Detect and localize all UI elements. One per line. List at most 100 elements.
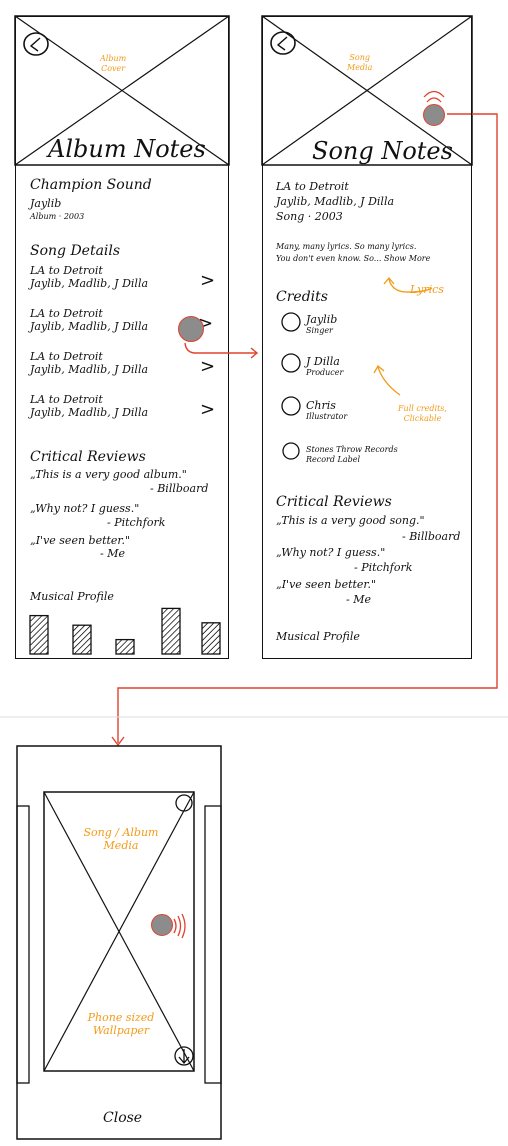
credit-item[interactable]: Jaylib Singer — [306, 313, 337, 336]
media-screen-frame — [16, 745, 222, 1140]
review-quote: „I've seen better." — [276, 578, 377, 591]
profile-bar-hatch — [85, 648, 92, 655]
profile-bar-hatch — [170, 644, 181, 655]
credit-item[interactable]: J Dilla Producer — [306, 355, 343, 378]
media-placeholder — [43, 791, 195, 1072]
profile-bar-hatch — [45, 651, 49, 655]
profile-bar-hatch — [72, 630, 92, 650]
profile-bar-hatch — [125, 645, 135, 655]
song-media-label: Song Media — [347, 53, 373, 72]
profile-bar-hatch — [201, 622, 215, 636]
profile-bar-hatch — [72, 624, 80, 632]
song-notes-screen — [262, 16, 472, 659]
profile-bar-hatch — [164, 638, 181, 655]
profile-bar-hatch — [33, 639, 49, 655]
album-title: Album Notes — [48, 135, 206, 163]
review-source: - Billboard — [150, 482, 209, 495]
song-title: LA to Detroit — [30, 307, 103, 320]
media-top-icon — [175, 794, 193, 812]
profile-bar-hatch — [119, 639, 135, 655]
album-profile-heading: Musical Profile — [30, 590, 114, 603]
song-profile-heading: Musical Profile — [276, 630, 360, 643]
profile-bar-hatch — [161, 608, 181, 627]
song-row[interactable]: LA to Detroit Jaylib, Madlib, J Dilla > — [30, 264, 220, 302]
album-name: Champion Sound — [30, 177, 152, 193]
profile-bar-hatch — [201, 622, 209, 630]
credit-name: Chris — [306, 399, 336, 412]
profile-bar — [161, 607, 181, 655]
review-quote: „Why not? I guess." — [276, 546, 386, 559]
album-cover-label: Album Cover — [100, 54, 127, 73]
album-back-button — [23, 32, 49, 56]
song-title: LA to Detroit — [30, 350, 103, 363]
profile-bar-hatch — [201, 634, 221, 654]
download-icon — [174, 1046, 194, 1066]
song-row[interactable]: LA to Detroit Jaylib, Madlib, J Dilla > — [30, 393, 220, 431]
credit-role: Producer — [306, 368, 344, 377]
profile-bar-hatch — [73, 636, 92, 655]
song-row[interactable]: LA to Detroit Jaylib, Madlib, J Dilla > — [30, 307, 220, 345]
media-label: Song / Album Media — [83, 826, 159, 852]
profile-bar-hatch — [161, 626, 181, 645]
song-back-button — [270, 31, 296, 55]
profile-bar-hatch — [29, 615, 37, 622]
profile-bar-hatch — [131, 651, 135, 655]
chevron-right-icon: > — [200, 399, 216, 420]
credits-annotation: Full credits, Clickable — [398, 404, 447, 423]
profile-bar — [29, 614, 49, 655]
chevron-right-icon: > — [200, 270, 216, 291]
credit-name: J Dilla — [306, 355, 340, 368]
review-source: - Me — [100, 547, 125, 560]
profile-bar — [72, 624, 92, 655]
credits-heading: Credits — [276, 289, 328, 305]
song-reviews-heading: Critical Reviews — [276, 494, 392, 510]
profile-bar-hatch — [212, 646, 221, 655]
sound-button-tap-indicator[interactable] — [423, 104, 445, 126]
musical-profile-chart — [29, 607, 221, 655]
profile-bar-hatch — [72, 624, 86, 638]
review-quote: „I've seen better." — [30, 534, 131, 547]
album-reviews-heading: Critical Reviews — [30, 449, 146, 465]
profile-bar-hatch — [201, 622, 221, 642]
profile-bar-hatch — [29, 615, 43, 628]
credit-name: Stones Throw Records — [306, 445, 398, 454]
review-source: - Billboard — [402, 530, 461, 543]
lyrics-annotation: Lyrics — [410, 283, 444, 296]
close-button[interactable]: Close — [103, 1110, 143, 1126]
song-artists: Jaylib, Madlib, J Dilla — [30, 277, 149, 290]
album-cover-placeholder — [14, 15, 230, 166]
profile-bar-hatch — [201, 628, 221, 648]
credit-name: Jaylib — [306, 313, 338, 326]
right-peek-card — [204, 805, 222, 1084]
album-meta: Album · 2003 — [30, 212, 85, 221]
sound-button-tap-indicator[interactable] — [151, 914, 173, 936]
tap-indicator — [178, 316, 204, 342]
credit-item[interactable]: Stones Throw Records Record Label — [306, 445, 398, 465]
profile-bar-hatch — [29, 627, 49, 646]
song-details-heading: Song Details — [30, 243, 121, 259]
song-meta: Song · 2003 — [276, 210, 343, 223]
review-quote: „This is a very good album." — [30, 468, 187, 481]
song-title: Song Notes — [312, 137, 453, 165]
credit-item[interactable]: Chris Illustrator — [306, 399, 347, 422]
credit-icons — [281, 312, 301, 460]
profile-bar-hatch — [79, 642, 92, 655]
profile-bar-hatch — [29, 633, 49, 652]
song-artists: Jaylib, Madlib, J Dilla — [30, 363, 149, 376]
credit-role: Record Label — [306, 455, 361, 464]
review-quote: „Why not? I guess." — [30, 502, 140, 515]
profile-bar-hatch — [161, 608, 169, 615]
credit-role: Illustrator — [306, 412, 348, 421]
lyrics-show-more[interactable]: You don't even know. So... Show More — [276, 254, 431, 263]
song-artists: Jaylib, Madlib, J Dilla — [30, 406, 149, 419]
review-source: - Pitchfork — [354, 561, 413, 574]
profile-bar-hatch — [115, 639, 123, 646]
song-row[interactable]: LA to Detroit Jaylib, Madlib, J Dilla > — [30, 350, 220, 388]
credit-role: Singer — [306, 326, 333, 335]
profile-bar-hatch — [218, 652, 221, 655]
profile-bar-hatch — [161, 632, 181, 651]
profile-bar-hatch — [161, 620, 181, 639]
profile-bar-hatch — [161, 614, 181, 633]
review-source: - Me — [346, 593, 371, 606]
profile-bar-hatch — [176, 650, 181, 655]
